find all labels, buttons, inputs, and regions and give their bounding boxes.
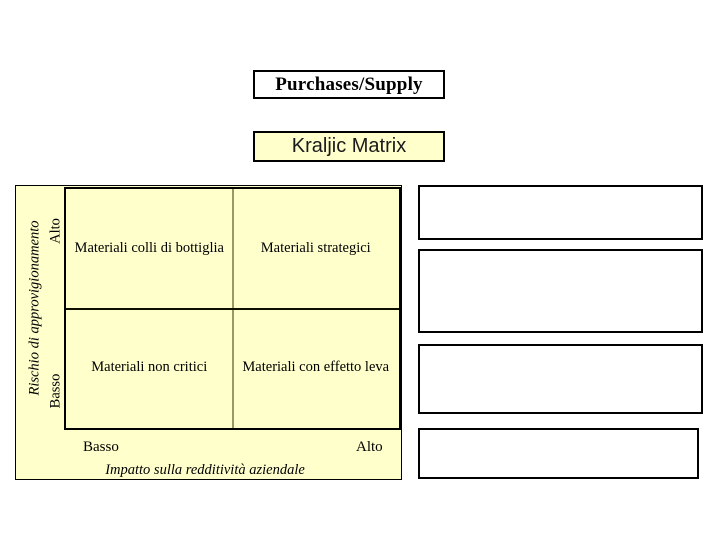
quadrant-strategic-materials: Materiali strategici: [233, 189, 400, 309]
quadrant-label: Materiali colli di bottiglia: [74, 239, 224, 256]
quadrant-label: Materiali strategici: [260, 239, 371, 256]
subtitle-text: Kraljic Matrix: [291, 135, 407, 157]
quadrant-non-critical-materials: Materiali non critici: [66, 309, 233, 429]
quadrant-label: Materiali con effetto leva: [242, 359, 390, 376]
note-box-2: [418, 249, 703, 333]
subtitle-box: Kraljic Matrix: [253, 131, 445, 162]
quadrant-leverage-materials: Materiali con effetto leva: [233, 309, 400, 429]
quadrant-label: Materiali non critici: [91, 359, 208, 376]
note-box-4: [418, 428, 699, 479]
x-axis-low-label: Basso: [83, 439, 119, 455]
note-box-3: [418, 344, 703, 414]
note-box-1: [418, 185, 703, 240]
x-axis-title: Impatto sulla redditività aziendale: [105, 462, 305, 478]
title-text: Purchases/Supply: [275, 73, 423, 95]
y-axis-title: Rischio di approvigionamento: [26, 220, 43, 396]
y-axis-high-label: Alto: [47, 218, 64, 244]
horizontal-divider: [66, 307, 399, 310]
y-axis-low-label: Basso: [47, 373, 64, 409]
quadrant-bottleneck-materials: Materiali colli di bottiglia: [66, 189, 233, 309]
title-box: Purchases/Supply: [253, 70, 445, 99]
matrix-grid: Materiali colli di bottiglia Materiali s…: [64, 187, 401, 430]
matrix-cells: Materiali colli di bottiglia Materiali s…: [66, 189, 399, 428]
x-axis-high-label: Alto: [356, 439, 383, 455]
